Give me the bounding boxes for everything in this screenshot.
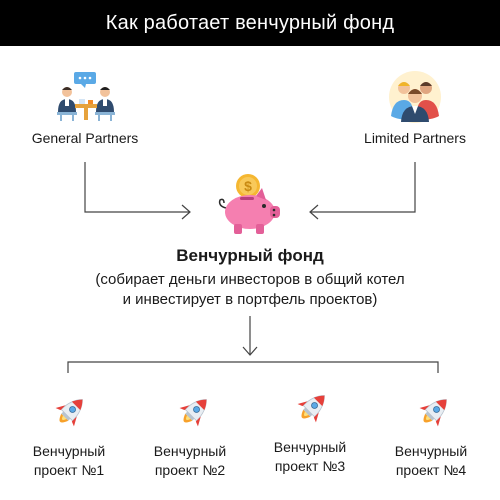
- rocket-icon: [172, 392, 214, 434]
- fund-description-line-2: и инвестирует в портфель проектов): [122, 291, 378, 308]
- down-arrowhead: [242, 346, 258, 356]
- limited-partners-label: Limited Partners: [364, 130, 466, 146]
- rocket-icon: [290, 388, 332, 430]
- project-4-label: Венчурный проект №4: [376, 442, 486, 480]
- meeting-people-icon: [55, 72, 117, 122]
- project-1-line-2: проект №1: [33, 462, 105, 478]
- left-arrowhead: [181, 204, 191, 220]
- right-arrowhead: [309, 204, 319, 220]
- svg-text:$: $: [244, 178, 252, 194]
- piggy-bank-icon: $: [214, 168, 286, 240]
- project-4-line-1: Венчурный: [394, 443, 468, 459]
- project-3-label: Венчурный проект №3: [255, 438, 365, 476]
- page-title: Как работает венчурный фонд: [105, 11, 395, 34]
- project-1-line-1: Венчурный: [32, 443, 106, 459]
- fund-description-line-1: (собирает деньги инвесторов в общий коте…: [95, 271, 405, 288]
- project-2-line-2: проект №2: [154, 462, 226, 478]
- rocket-icon: [48, 392, 90, 434]
- general-partners-label: General Partners: [31, 130, 139, 146]
- fund-title: Венчурный фонд: [176, 246, 324, 265]
- distribution-line: [67, 361, 439, 373]
- project-3-line-2: проект №3: [274, 458, 346, 474]
- left-connector: [84, 162, 190, 213]
- rocket-icon: [412, 392, 454, 434]
- project-2-line-1: Венчурный: [153, 443, 227, 459]
- right-connector: [310, 162, 416, 213]
- project-1-label: Венчурный проект №1: [14, 442, 124, 480]
- page-header: Как работает венчурный фонд: [0, 0, 500, 46]
- project-3-line-1: Венчурный: [273, 439, 347, 455]
- project-2-label: Венчурный проект №2: [135, 442, 245, 480]
- project-4-line-2: проект №4: [395, 462, 467, 478]
- investors-group-icon: [388, 70, 442, 124]
